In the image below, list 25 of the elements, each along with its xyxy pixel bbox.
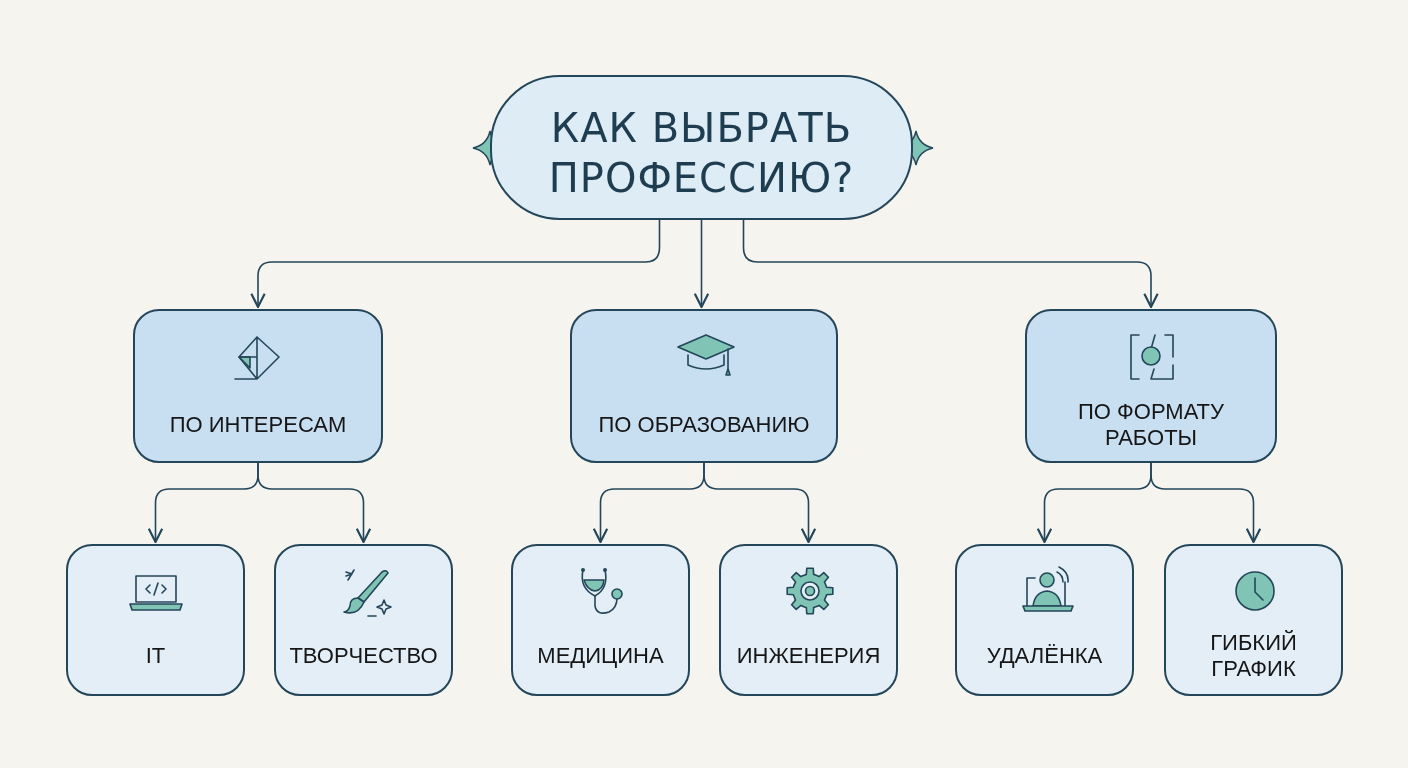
node-label: ТВОРЧЕСТВО bbox=[288, 641, 439, 670]
node-label: ПО ИНТЕРЕСАМ bbox=[168, 410, 348, 439]
option-box bbox=[1164, 544, 1343, 696]
arrow bbox=[742, 219, 1159, 309]
arrow bbox=[703, 462, 817, 544]
arrow bbox=[257, 462, 372, 544]
option-box bbox=[955, 544, 1134, 696]
option-box bbox=[66, 544, 245, 696]
option-box bbox=[274, 544, 453, 696]
node-label: ИНЖЕНЕРИЯ bbox=[735, 641, 882, 670]
option-box bbox=[719, 544, 898, 696]
node-label: МЕДИЦИНА bbox=[536, 641, 665, 670]
arrow bbox=[250, 219, 661, 309]
node-label: ПО ФОРМАТУ РАБОТЫ bbox=[1077, 397, 1225, 452]
arrow bbox=[693, 219, 710, 309]
category-box bbox=[133, 309, 383, 463]
arrow bbox=[1150, 462, 1262, 544]
node-label: УДАЛЁНКА bbox=[985, 641, 1104, 670]
node-label: ПО ОБРАЗОВАНИЮ bbox=[597, 410, 811, 439]
category-box bbox=[1025, 309, 1277, 463]
title: КАК ВЫБРАТЬ ПРОФЕССИЮ? bbox=[547, 104, 856, 203]
node-label: IT bbox=[144, 641, 167, 670]
option-box bbox=[511, 544, 690, 696]
category-box bbox=[570, 309, 838, 463]
node-label: ГИБКИЙ ГРАФИК bbox=[1209, 628, 1298, 683]
